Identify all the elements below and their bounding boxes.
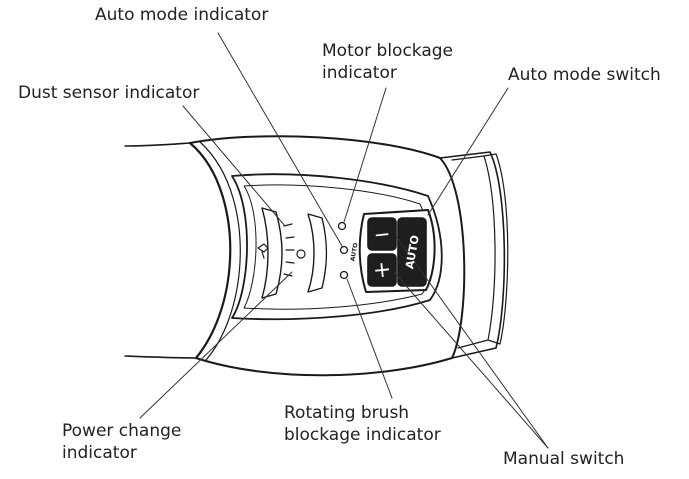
minus-button xyxy=(367,217,397,251)
motor-blockage-led xyxy=(337,221,347,231)
label-motor-blockage-indicator: Motor blockage indicator xyxy=(322,41,454,83)
fan-mode-icon xyxy=(296,249,306,259)
handle-bottom-edge xyxy=(124,355,197,359)
label-power-change-indicator: Power change indicator xyxy=(62,421,182,463)
collar-ring xyxy=(188,141,232,360)
auto-led-label: AUTO xyxy=(349,242,359,261)
brush-mode-icon xyxy=(257,243,269,259)
rear-cap xyxy=(439,151,506,359)
rear-cap-rim xyxy=(483,153,509,345)
auto-button-label: AUTO xyxy=(403,234,422,270)
minus-glyph: − xyxy=(372,221,391,247)
power-strip-left xyxy=(261,207,283,299)
label-auto-mode-indicator: Auto mode indicator xyxy=(95,5,269,25)
plus-button xyxy=(367,253,397,287)
plus-glyph: + xyxy=(372,257,393,284)
control-panel xyxy=(231,173,443,321)
label-manual-switch: Manual switch xyxy=(503,449,625,469)
rear-cap-inner xyxy=(451,155,496,349)
housing-outline xyxy=(189,135,466,377)
collar-ring-inner xyxy=(199,141,241,361)
leader-lines xyxy=(139,32,549,449)
power-strip-right xyxy=(307,213,328,293)
auto-mode-led xyxy=(339,245,349,255)
auto-button xyxy=(397,217,427,287)
label-rotating-brush-blockage-indicator: Rotating brush blockage indicator xyxy=(284,403,441,445)
handle-top-edge xyxy=(124,142,191,147)
brush-blockage-led xyxy=(339,270,349,280)
control-panel-inner xyxy=(243,184,433,310)
label-dust-sensor-indicator: Dust sensor indicator xyxy=(18,83,200,103)
power-level-ticks xyxy=(283,223,295,277)
label-auto-mode-switch: Auto mode switch xyxy=(508,65,661,85)
